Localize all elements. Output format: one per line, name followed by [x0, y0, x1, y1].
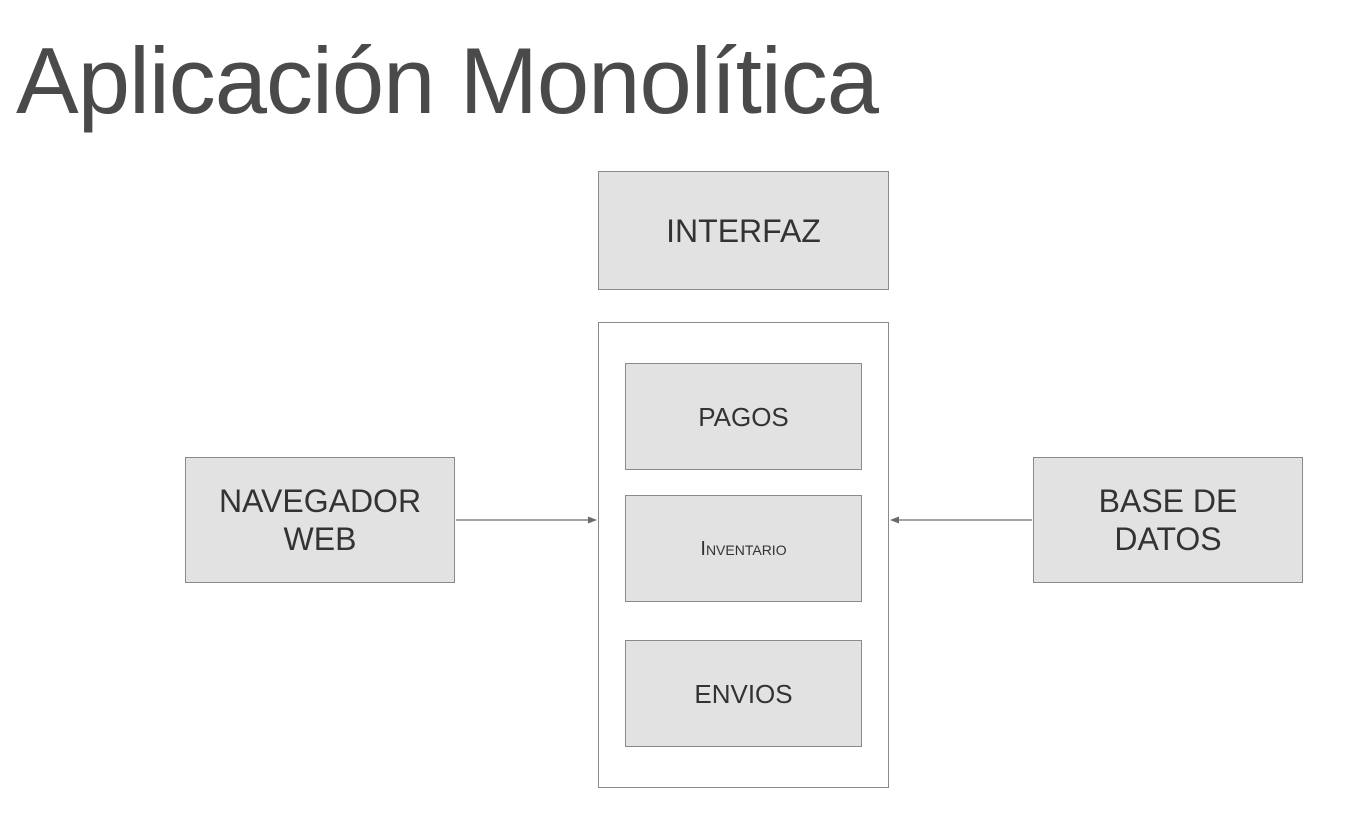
- navegador-label-line2: WEB: [283, 521, 357, 557]
- navegador-label-line1: NAVEGADOR: [218, 483, 422, 519]
- navegador-web-box: NAVEGADOR WEB: [185, 457, 455, 583]
- interfaz-label: INTERFAZ: [666, 212, 821, 249]
- module-pagos-label: PAGOS: [698, 401, 789, 432]
- base-label-line2: DATOS: [1114, 521, 1222, 557]
- module-envios-box: ENVIOS: [625, 640, 862, 747]
- interfaz-box: INTERFAZ: [598, 171, 889, 290]
- base-label-line1: BASE DE: [1098, 483, 1238, 519]
- module-envios-label: ENVIOS: [694, 678, 793, 709]
- arrow-navegador-to-monolith: [456, 516, 597, 524]
- module-inventario-box: Inventario: [625, 495, 862, 602]
- module-inventario-label: Inventario: [700, 537, 787, 560]
- module-pagos-box: PAGOS: [625, 363, 862, 470]
- arrow-base-to-monolith: [890, 516, 1032, 524]
- base-de-datos-box: BASE DE DATOS: [1033, 457, 1303, 583]
- slide-title: Aplicación Monolítica: [16, 28, 879, 133]
